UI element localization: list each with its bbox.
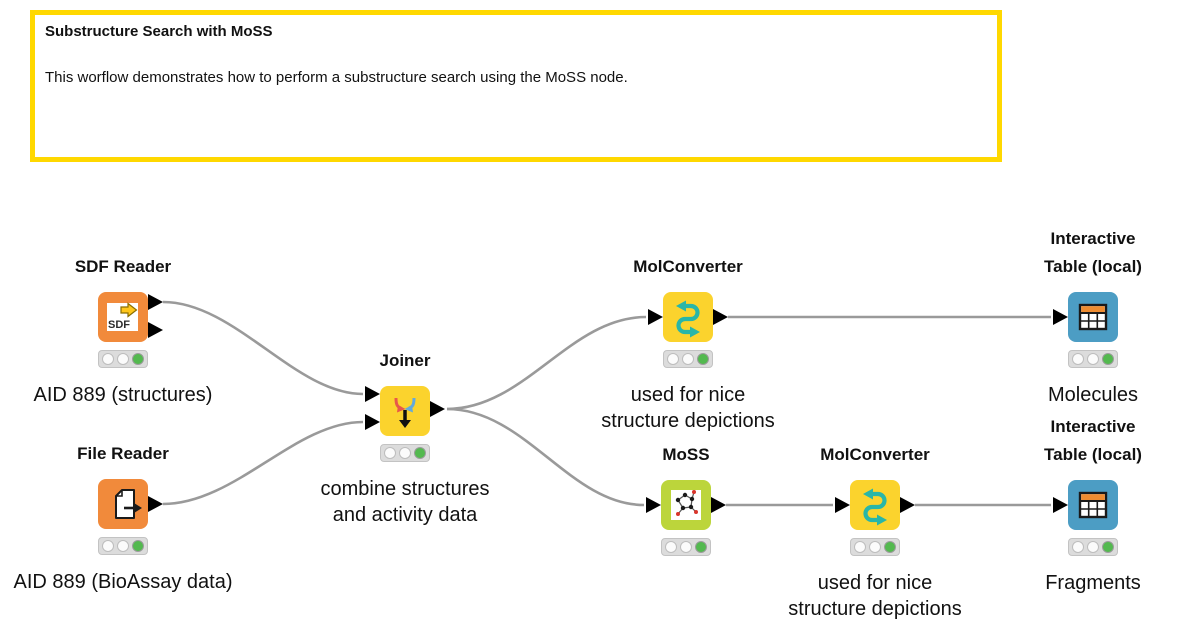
node-label: Molecules (1047, 384, 1139, 406)
status-light-red (665, 541, 677, 553)
status-light-green (695, 541, 707, 553)
table-icon[interactable] (1068, 292, 1118, 342)
status-light-red (1072, 353, 1084, 365)
output-port-1[interactable] (711, 497, 726, 513)
status-light-green (1102, 353, 1114, 365)
traffic-light (98, 350, 148, 368)
input-port-1[interactable] (648, 309, 663, 325)
convert-cycle-icon[interactable] (663, 292, 713, 342)
node-joiner[interactable]: Joiner combine structures and activity d… (321, 351, 490, 526)
status-light-green (1102, 541, 1114, 553)
status-light-yellow (117, 540, 129, 552)
output-port-1[interactable] (148, 496, 163, 512)
status-light-red (854, 541, 866, 553)
status-light-green (884, 541, 896, 553)
status-light-green (132, 540, 144, 552)
node-label: used for nice structure depictions (788, 572, 962, 620)
status-light-red (1072, 541, 1084, 553)
output-port-1[interactable] (900, 497, 915, 513)
node-label: used for nice structure depictions (601, 384, 775, 432)
traffic-light (663, 350, 713, 368)
status-light-yellow (682, 353, 694, 365)
node-title: MoSS (662, 445, 710, 464)
status-light-yellow (869, 541, 881, 553)
input-port-1[interactable] (1053, 497, 1068, 513)
node-title: SDF Reader (74, 257, 172, 276)
traffic-light (380, 444, 430, 462)
traffic-light (1068, 538, 1118, 556)
node-title: MolConverter (820, 445, 930, 464)
connection-sdf-to-joiner[interactable] (162, 300, 364, 396)
node-sdf-reader[interactable]: SDF Reader SDF AID 889 (structures) (34, 257, 213, 406)
sdf-file-icon[interactable]: SDF (98, 292, 148, 342)
workflow-annotation[interactable]: Substructure Search with MoSS This worfl… (30, 10, 1002, 162)
node-molconverter-1[interactable]: MolConverter used for nice structure dep… (601, 257, 774, 432)
node-title: Joiner (379, 351, 431, 370)
status-light-green (132, 353, 144, 365)
output-port-1[interactable] (713, 309, 728, 325)
node-label: Fragments (1045, 572, 1141, 594)
input-port-1[interactable] (365, 386, 380, 402)
node-moss[interactable]: MoSS (646, 445, 726, 556)
input-port-2[interactable] (365, 414, 380, 430)
node-interactive-table-fragments[interactable]: Interactive Table (local) Fragments (1044, 417, 1142, 594)
input-port-1[interactable] (646, 497, 661, 513)
node-title: Interactive Table (local) (1044, 229, 1142, 276)
status-light-yellow (399, 447, 411, 459)
node-label: AID 889 (structures) (33, 384, 213, 406)
status-light-green (697, 353, 709, 365)
document-arrow-icon[interactable] (98, 479, 148, 529)
traffic-light (661, 538, 711, 556)
node-label: AID 889 (BioAssay data) (13, 571, 233, 593)
traffic-light (850, 538, 900, 556)
annotation-title: Substructure Search with MoSS (45, 23, 273, 40)
status-light-red (102, 353, 114, 365)
table-icon[interactable] (1068, 480, 1118, 530)
status-light-red (102, 540, 114, 552)
status-light-yellow (680, 541, 692, 553)
node-title: File Reader (77, 444, 169, 463)
status-light-yellow (1087, 541, 1099, 553)
status-light-red (384, 447, 396, 459)
connection-joiner-to-moss[interactable] (446, 407, 645, 507)
join-arrows-icon[interactable] (380, 386, 430, 436)
status-light-green (414, 447, 426, 459)
output-port-1[interactable] (430, 401, 445, 417)
node-title: Interactive Table (local) (1044, 417, 1142, 464)
node-file-reader[interactable]: File Reader AID 889 (BioAssay data) (14, 444, 233, 593)
output-port-1[interactable] (148, 294, 163, 310)
convert-cycle-icon[interactable] (850, 480, 900, 530)
traffic-light (1068, 350, 1118, 368)
connection-joiner-to-molconverter1[interactable] (446, 315, 647, 411)
status-light-yellow (1087, 353, 1099, 365)
node-molconverter-2[interactable]: MolConverter used for nice structure dep… (788, 445, 961, 620)
svg-text:SDF: SDF (108, 319, 130, 331)
node-label: combine structures and activity data (320, 478, 490, 526)
status-light-yellow (117, 353, 129, 365)
output-port-2[interactable] (148, 322, 163, 338)
molecule-icon[interactable] (661, 480, 711, 530)
connection-filereader-to-joiner[interactable] (162, 420, 364, 506)
status-light-red (667, 353, 679, 365)
traffic-light (98, 537, 148, 555)
annotation-body: This worflow demonstrates how to perform… (45, 68, 628, 86)
node-title: MolConverter (633, 257, 743, 276)
input-port-1[interactable] (835, 497, 850, 513)
node-interactive-table-molecules[interactable]: Interactive Table (local) Molecules (1044, 229, 1142, 406)
input-port-1[interactable] (1053, 309, 1068, 325)
